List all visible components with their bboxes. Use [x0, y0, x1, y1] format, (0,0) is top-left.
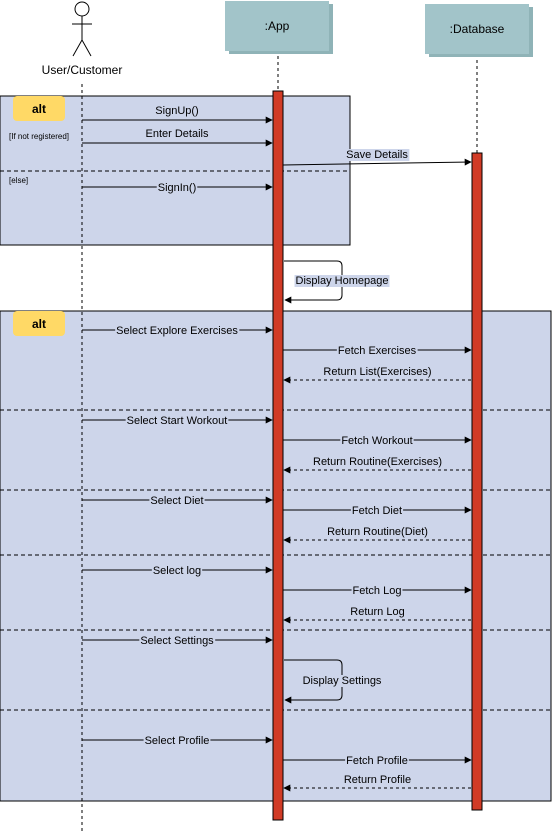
user-actor-label: User/Customer [42, 63, 123, 77]
message-signin-label-bg [156, 182, 198, 194]
message-signup-label: SignUp() [155, 105, 198, 117]
alt-fragment-1: alt [If not registered] [else] [0, 95, 351, 246]
message-fetch-diet-label: Fetch Diet [352, 505, 402, 517]
message-save-details-arrow [282, 158, 472, 166]
message-enter-details-label: Enter Details [146, 128, 209, 140]
message-select-diet: Select Diet [82, 495, 273, 507]
message-display-homepage-label: Display Homepage [296, 275, 389, 287]
message-signup: SignUp() [82, 105, 273, 124]
message-select-log: Select log [82, 565, 273, 577]
message-select-settings-label-bg [139, 635, 216, 647]
message-display-settings: Display Settings [284, 659, 383, 704]
message-return-routine-ex-label-bg [312, 456, 443, 468]
message-select-log-label-bg [151, 565, 203, 577]
message-fetch-log: Fetch Log [283, 585, 472, 597]
message-return-routine-ex: Return Routine(Exercises) [283, 456, 471, 474]
message-return-list-label-bg [322, 366, 433, 378]
message-fetch-log-label: Fetch Log [353, 585, 402, 597]
message-select-diet-label-bg [149, 495, 205, 507]
message-select-log-label: Select log [153, 565, 201, 577]
message-return-routine-diet: Return Routine(Diet) [283, 526, 471, 544]
message-fetch-diet-label-bg [350, 505, 404, 517]
message-select-settings-label: Select Settings [140, 635, 214, 647]
message-save-details-label-bg [345, 149, 410, 161]
app-activation-bar [272, 90, 284, 821]
message-save-details: Save Details [282, 149, 472, 166]
message-select-start-workout-label-bg [125, 415, 229, 427]
fragment-2-operator-label: alt [32, 317, 46, 331]
message-display-homepage-label-bg [294, 275, 390, 287]
message-return-profile-label-bg [342, 774, 413, 786]
message-fetch-exercises: Fetch Exercises [283, 345, 472, 357]
fragment-1-operator-label: alt [32, 102, 46, 116]
fragment-2-operator-tag [13, 311, 65, 336]
message-signin: SignIn() [82, 182, 273, 194]
message-select-diet-label: Select Diet [150, 495, 203, 507]
message-fetch-profile-label-bg [345, 755, 409, 767]
message-select-start-workout-label: Select Start Workout [127, 415, 228, 427]
message-display-settings-label-bg [301, 675, 383, 687]
message-return-list: Return List(Exercises) [283, 366, 471, 384]
message-return-log-label: Return Log [350, 606, 404, 618]
message-return-log-label-bg [349, 606, 406, 618]
message-fetch-log-label-bg [351, 585, 403, 597]
fragment-1-guard-2: [else] [9, 176, 28, 185]
app-participant-label: :App [265, 19, 290, 33]
message-select-profile-label: Select Profile [145, 735, 210, 747]
message-fetch-exercises-label: Fetch Exercises [338, 345, 417, 357]
message-select-profile-label-bg [143, 735, 211, 747]
message-fetch-exercises-label-bg [336, 345, 418, 357]
stick-figure-icon [72, 1, 92, 57]
message-display-settings-label: Display Settings [303, 675, 382, 687]
database-activation-bar [471, 152, 483, 811]
message-return-routine-diet-label: Return Routine(Diet) [327, 526, 428, 538]
database-participant: :Database [425, 4, 533, 57]
message-select-profile: Select Profile [82, 735, 273, 747]
message-select-explore: Select Explore Exercises [82, 325, 273, 337]
user-actor: User/Customer [42, 1, 123, 77]
message-select-settings: Select Settings [82, 635, 273, 647]
message-fetch-profile-label: Fetch Profile [346, 755, 408, 767]
message-fetch-workout-label: Fetch Workout [341, 435, 412, 447]
message-return-log: Return Log [283, 606, 471, 624]
app-participant: :App [225, 1, 333, 54]
message-enter-details-label-bg [144, 128, 210, 140]
fragment-1-operator-tag [13, 96, 65, 121]
fragment-1-guard-1: [If not registered] [9, 132, 69, 141]
message-fetch-profile: Fetch Profile [283, 755, 472, 767]
message-save-details-label: Save Details [346, 149, 408, 161]
message-select-explore-label: Select Explore Exercises [116, 325, 238, 337]
message-fetch-diet: Fetch Diet [283, 505, 472, 517]
message-fetch-workout: Fetch Workout [283, 435, 472, 447]
message-select-start-workout: Select Start Workout [82, 415, 273, 427]
message-signin-label: SignIn() [158, 182, 197, 194]
message-return-list-label: Return List(Exercises) [323, 366, 431, 378]
message-enter-details: Enter Details [82, 128, 273, 147]
message-return-routine-ex-label: Return Routine(Exercises) [313, 456, 442, 468]
database-participant-label: :Database [450, 22, 505, 36]
message-return-routine-diet-label-bg [326, 526, 429, 538]
message-fetch-workout-label-bg [340, 435, 414, 447]
message-return-profile: Return Profile [283, 774, 471, 792]
message-display-homepage: Display Homepage [284, 260, 390, 304]
message-return-profile-label: Return Profile [344, 774, 411, 786]
message-select-explore-label-bg [115, 325, 240, 337]
message-signup-label-bg [154, 105, 200, 117]
